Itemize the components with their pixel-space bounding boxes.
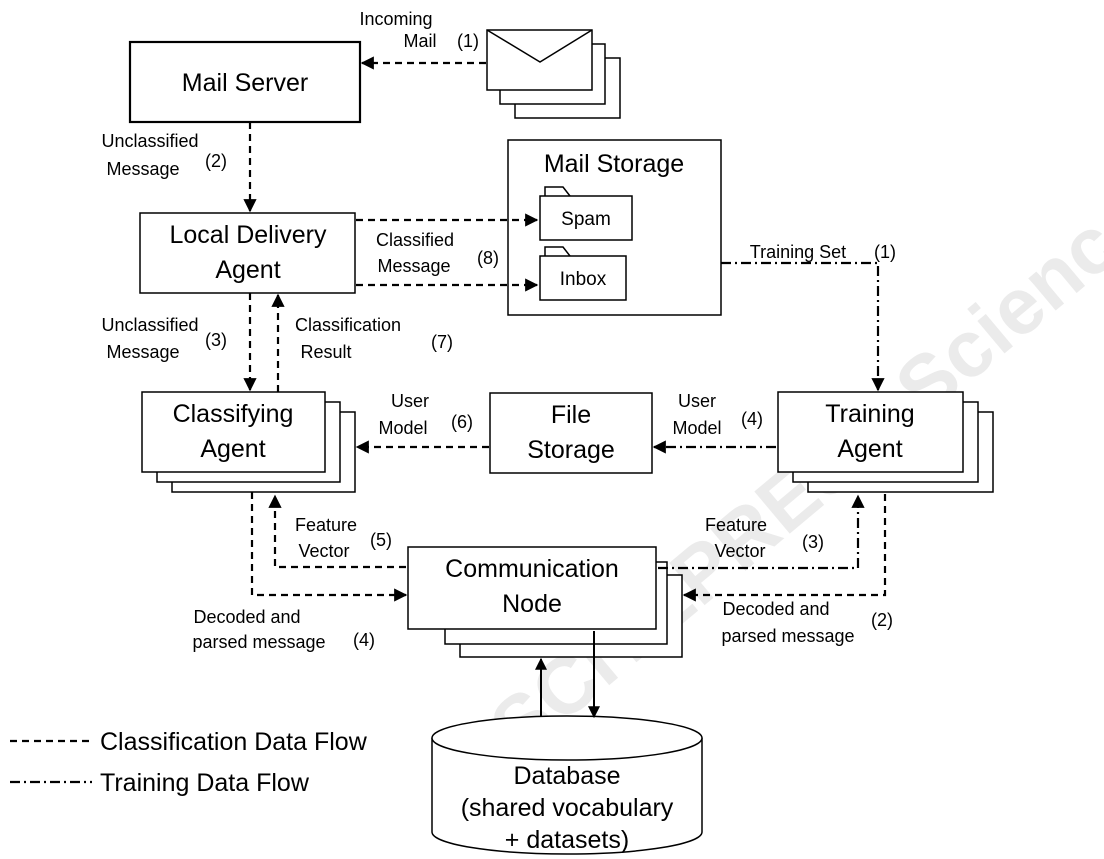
classifying-label-1: Classifying bbox=[173, 400, 294, 428]
legend-training-label: Training Data Flow bbox=[100, 769, 310, 797]
local-delivery-agent-box: Local Delivery Agent bbox=[139, 212, 356, 294]
file-storage-box: File Storage bbox=[489, 392, 653, 474]
classified-label-2: Message bbox=[377, 256, 450, 276]
classification-result-label-2: Result bbox=[300, 342, 351, 362]
feature-vector-left-label-1: Feature bbox=[295, 515, 357, 535]
inbox-folder-icon bbox=[539, 255, 627, 301]
user-model-right-num: (4) bbox=[741, 409, 763, 429]
decoded-left-label-1: Decoded and bbox=[193, 607, 300, 627]
database-label-1: Database bbox=[513, 762, 620, 790]
training-set-label: Training Set bbox=[750, 242, 846, 262]
spam-folder-icon bbox=[539, 195, 633, 241]
legend-classification-label: Classification Data Flow bbox=[100, 728, 368, 756]
classified-num: (8) bbox=[477, 248, 499, 268]
training-agent-box: Training Agent bbox=[777, 391, 994, 493]
mail-server-label: Mail Server bbox=[182, 69, 308, 97]
incoming-mail-label-2: Mail bbox=[403, 31, 436, 51]
training-set-num: (1) bbox=[874, 242, 896, 262]
unclassified-top-label-1: Unclassified bbox=[101, 131, 198, 151]
user-model-right-label-2: Model bbox=[672, 418, 721, 438]
lda-label-2: Agent bbox=[215, 256, 280, 284]
feature-vector-right-arrow bbox=[658, 494, 865, 570]
classification-result-label-1: Classification bbox=[295, 315, 401, 335]
mail-server-box: Mail Server bbox=[128, 40, 362, 124]
spam-label: Spam bbox=[561, 209, 611, 230]
feature-vector-left-num: (5) bbox=[370, 530, 392, 550]
decoded-left-label-2: parsed message bbox=[192, 632, 325, 652]
decoded-message-left-arrow bbox=[250, 492, 408, 602]
unclassified-top-label-2: Message bbox=[106, 159, 179, 179]
mail-storage-label: Mail Storage bbox=[544, 150, 684, 178]
mail-storage-box: Mail Storage Spam Inbox bbox=[507, 139, 722, 316]
decoded-right-num: (2) bbox=[871, 610, 893, 630]
comm-node-label-2: Node bbox=[502, 590, 562, 618]
classification-result-num: (7) bbox=[431, 332, 453, 352]
user-model-left-label-1: User bbox=[391, 391, 429, 411]
inbox-label: Inbox bbox=[560, 269, 607, 290]
comm-node-label-1: Communication bbox=[445, 555, 619, 583]
decoded-message-right-arrow bbox=[682, 494, 887, 602]
feature-vector-left-label-2: Vector bbox=[298, 541, 349, 561]
classified-label-1: Classified bbox=[376, 230, 454, 250]
user-model-right-label-1: User bbox=[678, 391, 716, 411]
decoded-right-label-1: Decoded and bbox=[722, 599, 829, 619]
database-cylinder: Database (shared vocabulary + datasets) bbox=[431, 715, 703, 855]
communication-node-box: Communication Node bbox=[407, 546, 683, 658]
lda-label-1: Local Delivery bbox=[169, 221, 327, 249]
feature-vector-right-label-1: Feature bbox=[705, 515, 767, 535]
unclassified-mid-label-1: Unclassified bbox=[101, 315, 198, 335]
classifying-agent-box: Classifying Agent bbox=[141, 391, 356, 493]
feature-vector-right-label-2: Vector bbox=[714, 541, 765, 561]
incoming-mail-num: (1) bbox=[457, 31, 479, 51]
file-storage-label-1: File bbox=[551, 401, 591, 429]
user-model-left-num: (6) bbox=[451, 412, 473, 432]
envelope-icon bbox=[486, 29, 621, 119]
database-label-3: + datasets) bbox=[505, 826, 629, 854]
user-model-left-label-2: Model bbox=[378, 418, 427, 438]
incoming-mail-label-1: Incoming bbox=[359, 9, 432, 29]
file-storage-label-2: Storage bbox=[527, 436, 615, 464]
database-label-2: (shared vocabulary bbox=[461, 794, 674, 822]
training-label-1: Training bbox=[825, 400, 914, 428]
legend: Classification Data Flow Training Data F… bbox=[10, 728, 368, 797]
unclassified-top-num: (2) bbox=[205, 151, 227, 171]
unclassified-mid-label-2: Message bbox=[106, 342, 179, 362]
training-set-arrow bbox=[721, 261, 885, 392]
decoded-right-label-2: parsed message bbox=[721, 626, 854, 646]
decoded-left-num: (4) bbox=[353, 630, 375, 650]
training-label-2: Agent bbox=[837, 435, 902, 463]
unclassified-mid-num: (3) bbox=[205, 330, 227, 350]
classifying-label-2: Agent bbox=[200, 435, 265, 463]
feature-vector-right-num: (3) bbox=[802, 532, 824, 552]
